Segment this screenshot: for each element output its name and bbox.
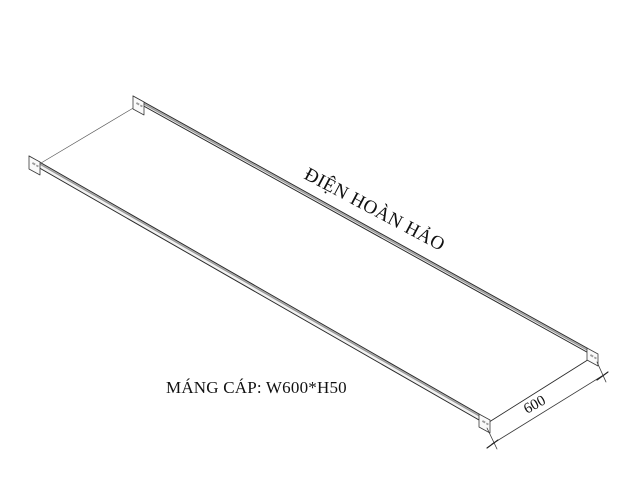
near-rail-top-edge [28,155,480,415]
dimension-extension-near [486,427,498,450]
near-cap-slot-2 [35,164,39,168]
far-rail-left-end-cap [132,95,145,116]
near-rail-bottom-edge [35,165,487,425]
near-right-cap-slot-2 [485,422,489,426]
far-right-cap-slot-2 [593,356,597,360]
base-left-end-edge [35,103,141,167]
tray-base-plate [35,103,595,425]
product-designation-label: MÁNG CÁP: W600*H50 [166,378,347,397]
near-rail-shade-stripe [32,159,484,419]
far-rail-shade-stripe-upper [134,97,589,350]
near-rail-left-end-cap [28,155,41,176]
far-side-rail [132,95,595,357]
far-rail-bottom-edge [139,103,595,357]
near-right-cap-slot-1 [481,420,486,424]
near-rail-shade-stripe-upper [30,157,481,416]
dimension-tick-near [486,439,499,449]
far-rail-shade-stripe [136,99,592,353]
dimension-extension-far [596,361,607,383]
far-rail-top-edge [132,95,588,349]
near-cap-slot-1 [31,162,36,166]
far-right-cap-slot-1 [589,354,594,358]
left-end-caps [28,95,145,176]
dimension-line-width [491,375,603,445]
far-cap-slot-2 [139,104,143,108]
base-plate-face [36,104,594,424]
far-cap-slot-1 [135,102,140,106]
dimension-tick-far [596,371,609,381]
base-right-end-edge [485,355,595,425]
